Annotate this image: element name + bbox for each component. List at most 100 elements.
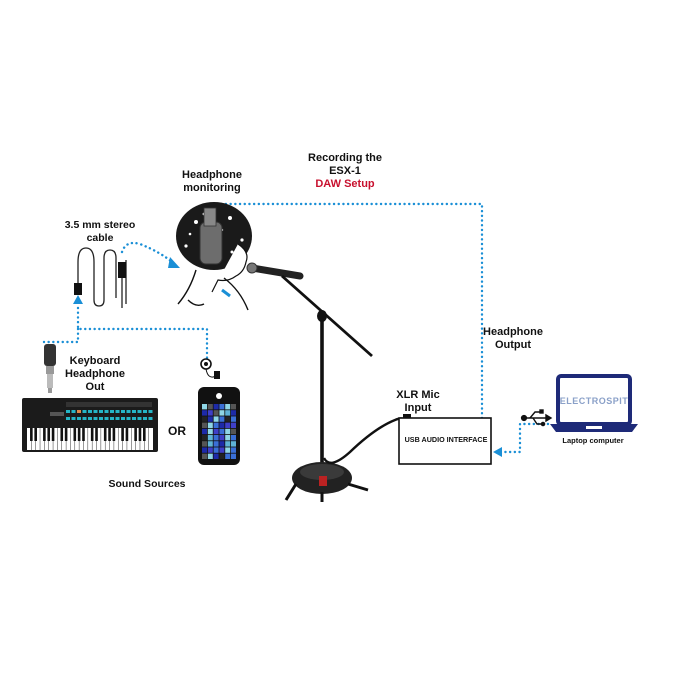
synth-button (104, 410, 109, 413)
tablet-pad (225, 428, 231, 435)
arrow-into-cable (73, 295, 83, 304)
synth-button (132, 417, 136, 420)
synth-button (110, 410, 114, 413)
title-line-1: Recording the (308, 152, 382, 164)
black-key (138, 428, 142, 441)
synth-button (93, 417, 98, 420)
label-line: Headphone (182, 169, 242, 181)
label-line: Headphone (65, 368, 125, 381)
synth-button (137, 417, 142, 420)
synth-button (148, 410, 153, 413)
black-key (51, 428, 55, 441)
tablet-pad (231, 428, 236, 435)
synth-button (82, 410, 87, 413)
label-headphone-monitoring: Headphone monitoring (172, 169, 252, 195)
synth-button (88, 417, 92, 420)
label-line: Input (404, 402, 432, 415)
tablet-pad (213, 422, 219, 428)
headphone-jack-adapter-icon (44, 344, 56, 393)
tablet-pad (225, 410, 231, 416)
synth-button (104, 417, 109, 420)
tablet-pad (219, 447, 225, 453)
label-line: Out (85, 381, 105, 394)
black-key (103, 428, 107, 441)
edge-cable-to-performer (120, 241, 174, 264)
synth-button (66, 410, 70, 413)
synth-button (110, 417, 114, 420)
label-line: Output (494, 339, 532, 352)
synth-button (99, 410, 103, 413)
tablet-pad (225, 422, 231, 428)
diagram-title: Recording the ESX-1 DAW Setup (290, 152, 400, 192)
black-key (90, 428, 94, 441)
tablet-pad (219, 428, 225, 435)
tablet-pad (207, 453, 213, 459)
title-line-3: DAW Setup (315, 178, 375, 191)
tablet-pad (225, 404, 231, 410)
tablet-pad (231, 404, 236, 410)
tablet-pad (213, 404, 219, 410)
edge-laptop-to-interface (498, 422, 550, 454)
synth-button (148, 417, 153, 420)
tablet-pad (202, 422, 207, 428)
tablet-pad (213, 435, 219, 441)
black-key (143, 428, 146, 441)
black-key (34, 428, 37, 441)
label-line: Keyboard (69, 355, 121, 367)
label-xlr-input: XLR Mic Input (388, 389, 448, 415)
tablet-pad (231, 410, 236, 416)
tablet-pad (219, 404, 225, 410)
label-line: cable (86, 231, 114, 244)
synth-button (121, 417, 125, 420)
label-laptop: Laptop computer (562, 436, 624, 445)
synth-button (137, 410, 142, 413)
tablet-pad (213, 410, 219, 416)
tablet-pad (207, 416, 213, 422)
label-line: Headphone (483, 326, 543, 338)
synth-button (115, 417, 120, 420)
tablet-pad (231, 435, 236, 441)
black-key (125, 428, 129, 441)
tablet-pad (225, 435, 231, 441)
tablet-pad (231, 416, 236, 422)
black-key (47, 428, 51, 441)
tablet-pad (202, 416, 207, 422)
synth-panel (66, 402, 152, 407)
tablet-pad (207, 447, 213, 453)
tablet-pad (207, 404, 213, 410)
tablet-pad (225, 441, 231, 447)
tablet-pad (213, 428, 219, 435)
tablet-pad (225, 416, 231, 422)
synth-button (77, 417, 81, 420)
microphone-stand (246, 262, 406, 502)
tablet-pad (219, 410, 225, 416)
usb-audio-interface-box[interactable] (398, 417, 492, 465)
edge-sources-to-cable (42, 306, 209, 360)
laptop-computer[interactable]: ELECTROSPIT (550, 374, 638, 432)
arrow-into-performer (168, 257, 180, 268)
synth-button (132, 410, 136, 413)
label-or: OR (168, 424, 186, 438)
synth-button (71, 417, 76, 420)
synth-button (77, 410, 81, 413)
black-key (95, 428, 98, 441)
tablet-pad (207, 428, 213, 435)
synth-button (126, 410, 131, 413)
synth-button (99, 417, 103, 420)
label-line: XLR Mic (396, 389, 440, 401)
tablet-pad (225, 453, 231, 459)
black-key (112, 428, 116, 441)
black-key (64, 428, 68, 441)
edge-headphone-output (212, 202, 484, 420)
tablet-pad (207, 422, 213, 428)
black-key (73, 428, 77, 441)
tablet-pad (202, 453, 207, 459)
tablet-pad (213, 416, 219, 422)
tablet-pad (219, 453, 225, 459)
tablet-pad (213, 447, 219, 453)
laptop-screen-brand: ELECTROSPIT (560, 396, 629, 406)
tablet-pad (207, 441, 213, 447)
tablet-pad (231, 447, 236, 453)
tablet-pad (213, 441, 219, 447)
